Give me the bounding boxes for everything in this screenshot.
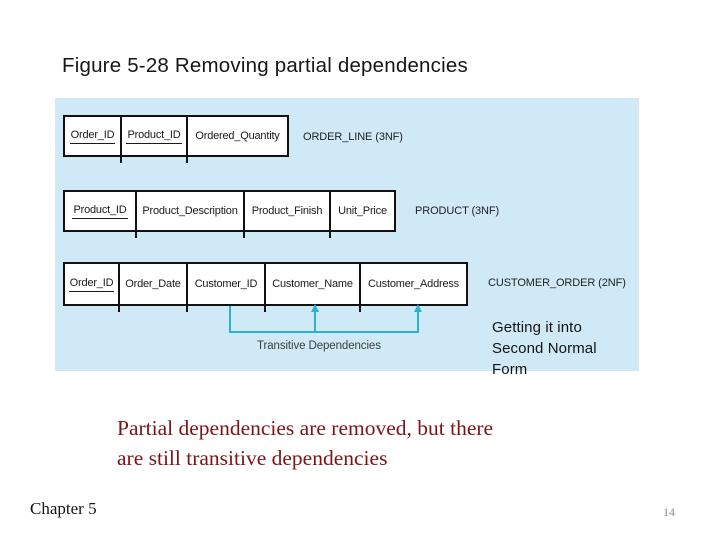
relation-table-product: Product_ID Product_Description Product_F…: [63, 190, 396, 238]
up-arrowhead-icon: [311, 304, 319, 312]
table-cell: Order_ID: [65, 264, 120, 312]
table-name-label: CUSTOMER_ORDER (2NF): [488, 277, 626, 289]
attribute-label: Unit_Price: [338, 205, 387, 217]
attribute-label: Order_ID: [68, 277, 115, 292]
page-number: 14: [663, 505, 675, 519]
table-cell: Order_Date: [118, 264, 188, 312]
table-cell: Customer_Address: [359, 264, 466, 304]
attribute-label: Product_ID: [126, 129, 182, 144]
attribute-label: Product_Finish: [251, 205, 323, 217]
table-cell: Product_Description: [135, 192, 245, 238]
transitive-arrow-right-leg: [417, 312, 419, 333]
attribute-label: Customer_Address: [368, 278, 459, 290]
caption-line: are still transitive dependencies: [117, 446, 388, 470]
attribute-label: Order_Date: [125, 278, 181, 290]
attribute-label: Product_Description: [142, 205, 238, 217]
table-cell: Product_ID: [120, 117, 188, 163]
table-name-label: ORDER_LINE (3NF): [303, 131, 403, 143]
note-line: Form: [492, 361, 528, 378]
attribute-label: Customer_Name: [272, 278, 353, 290]
attribute-label: Customer_ID: [194, 278, 258, 290]
note-line: Getting it into: [492, 319, 582, 336]
note-getting-into-2nf: Getting it into Second Normal Form: [492, 317, 597, 380]
transitive-arrow-mid-leg: [314, 312, 316, 333]
table-cell: Product_Finish: [243, 192, 331, 238]
relation-table-customer-order: Order_ID Order_Date Customer_ID Customer…: [63, 262, 468, 312]
figure-panel: Order_ID Product_ID Ordered_Quantity ORD…: [55, 98, 639, 371]
table-cell: Ordered_Quantity: [186, 117, 287, 155]
note-line: Second Normal: [492, 340, 597, 357]
table-name-label: PRODUCT (3NF): [415, 205, 500, 217]
attribute-label: Order_ID: [69, 129, 116, 144]
transitive-arrow-baseline: [229, 331, 419, 333]
chapter-label: Chapter 5: [30, 499, 97, 518]
attribute-label: Product_ID: [72, 204, 128, 219]
caption-line: Partial dependencies are removed, but th…: [117, 416, 494, 440]
caption: Partial dependencies are removed, but th…: [117, 413, 493, 473]
table-cell: Unit_Price: [329, 192, 394, 230]
figure-title: Figure 5-28 Removing partial dependencie…: [62, 54, 468, 77]
table-cell: Customer_Name: [264, 264, 361, 312]
transitive-dependencies-label: Transitive Dependencies: [257, 340, 381, 352]
table-cell: Order_ID: [65, 117, 122, 163]
attribute-label: Ordered_Quantity: [195, 130, 280, 142]
transitive-arrow-left-leg: [229, 306, 231, 333]
table-cell: Customer_ID: [186, 264, 266, 312]
relation-table-order-line: Order_ID Product_ID Ordered_Quantity: [63, 115, 289, 163]
up-arrowhead-icon: [414, 304, 422, 312]
table-cell: Product_ID: [65, 192, 137, 238]
